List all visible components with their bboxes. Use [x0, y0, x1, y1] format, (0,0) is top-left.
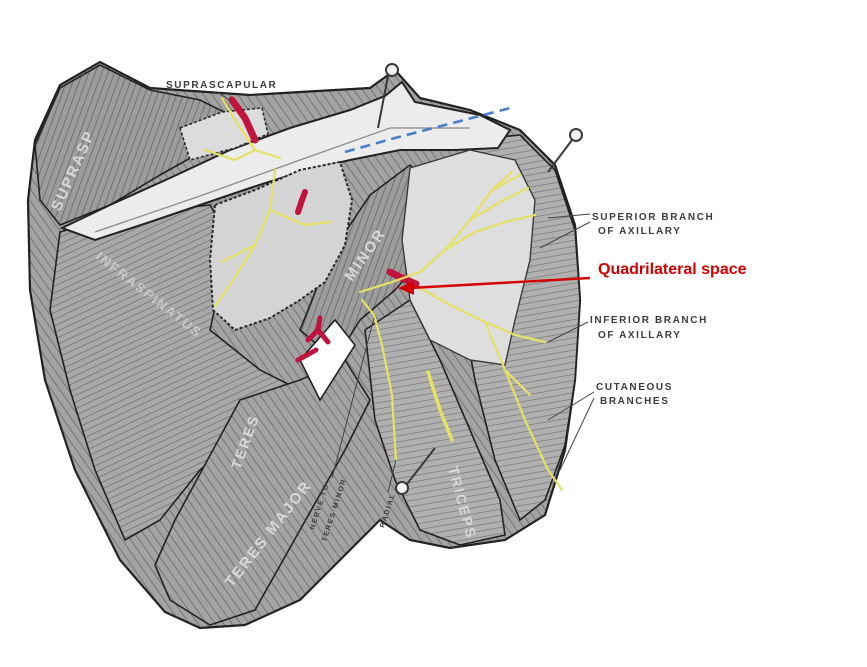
pin-right [547, 128, 583, 173]
label-inferior-branch-2: OF AXILLARY [598, 330, 682, 341]
leader-radial [387, 459, 397, 493]
scapular-artery-branch [295, 315, 331, 363]
cutaneous-branches [483, 320, 564, 492]
nerves [203, 96, 564, 492]
suprascapular-nerve-lower [213, 168, 332, 308]
label-superior-branch-1: SUPERIOR BRANCH [592, 212, 714, 223]
radial-nerve [426, 370, 454, 442]
leader-inferior-branch [547, 321, 589, 343]
pin-top [377, 63, 399, 129]
spine-ridge-line [94, 127, 470, 233]
pin-lower [395, 447, 436, 495]
annotation-dashed-line [344, 106, 511, 154]
label-quadrilateral-space: Quadrilateral space [598, 261, 747, 278]
quadrilateral-pointer-line [409, 276, 591, 290]
retraction-pins [377, 63, 583, 495]
suprascapular-nerve-upper [220, 96, 257, 152]
teres-major-muscle [154, 358, 371, 626]
infraspinous-fossa-window [208, 160, 354, 332]
superior-branch-of-axillary [443, 173, 537, 252]
label-suprascapular: SUPRASCAPULAR [166, 80, 277, 91]
leader-cutaneous [547, 391, 595, 471]
nerve-to-teres-minor [360, 298, 398, 462]
quadrilateral-pointer-arrowhead [398, 281, 414, 295]
suprascapular-artery [228, 96, 259, 144]
label-inferior-branch-1: INFERIOR BRANCH [590, 315, 708, 326]
label-superior-branch-2: OF AXILLARY [598, 226, 682, 237]
circumflex-scapular-artery [295, 189, 308, 215]
leader-suprascapular [217, 91, 233, 103]
leader-superior-branch [539, 213, 591, 249]
label-cutaneous-1: CUTANEOUS [596, 382, 673, 393]
label-cutaneous-2: BRANCHES [600, 396, 669, 407]
suprascapular-nerve-branches [203, 148, 282, 162]
leader-nerve-to-teres [331, 317, 375, 479]
